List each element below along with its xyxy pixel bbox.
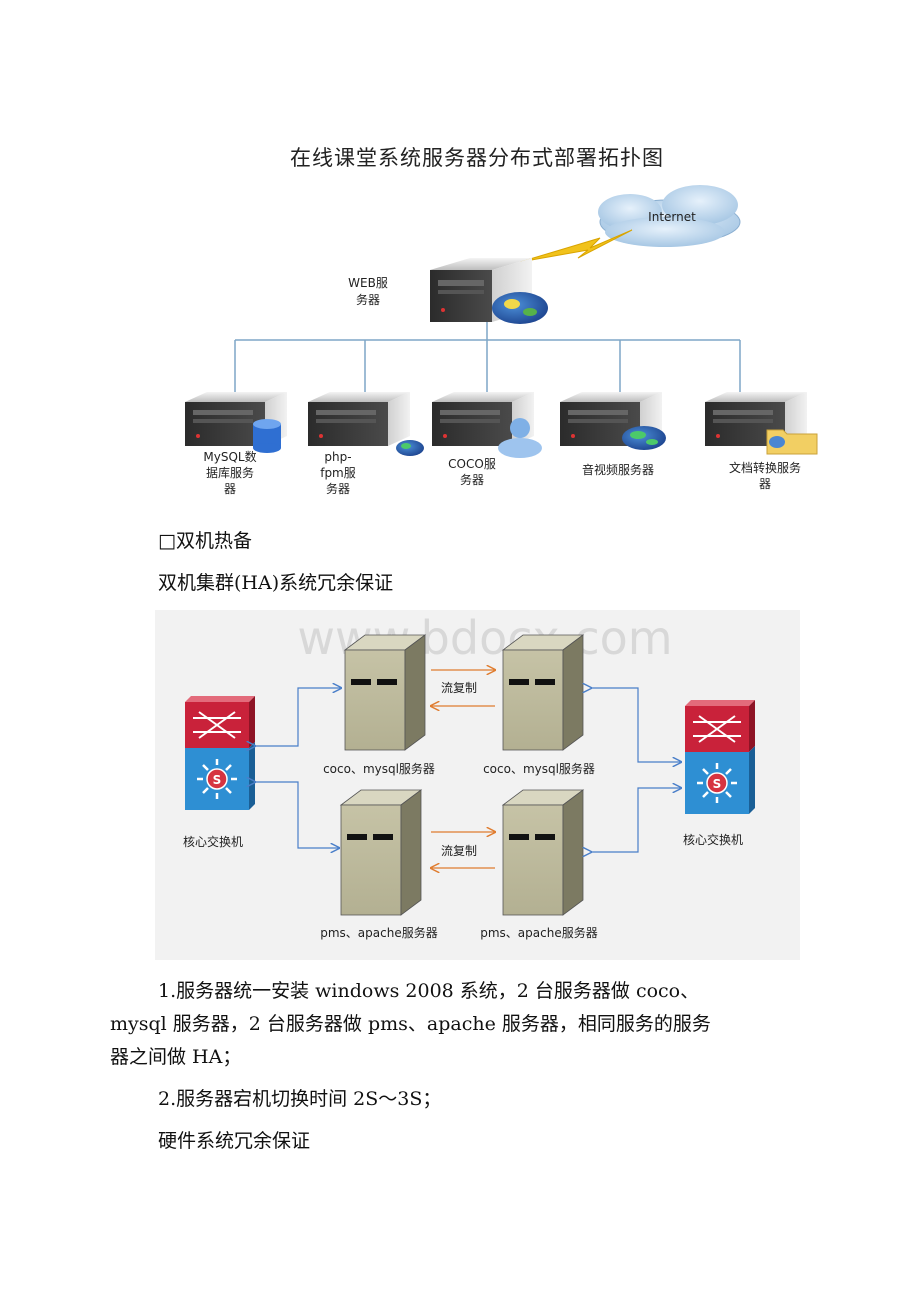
internet-label: Internet <box>648 210 696 224</box>
server-doc-icon <box>705 392 818 455</box>
link-left-top <box>255 688 341 746</box>
switch-badge-left: S <box>213 773 222 787</box>
server-mysql-label-2: 据库服务 <box>206 465 254 480</box>
server-tower-bottom-left <box>339 789 423 916</box>
switch-badge-right: S <box>713 777 722 791</box>
server-label-bottom-left: pms、apache服务器 <box>320 925 437 940</box>
server-tower-bottom-right <box>501 789 585 916</box>
server-av-icon <box>560 392 666 450</box>
link-left-bottom <box>255 782 339 848</box>
ha-heading: 双机集群(HA)系统冗余保证 <box>158 572 394 594</box>
lightning-icon <box>519 229 633 263</box>
ha-diagram: www.bdocx.com 流复制 流复制 S <box>155 610 800 960</box>
server-av-label-1: 音视频服务器 <box>582 462 654 477</box>
server-coco-icon <box>432 392 542 458</box>
server-doc-label-1: 文档转换服务 <box>729 460 801 475</box>
web-server-label-1: WEB服 <box>348 276 388 290</box>
server-php-label-3: 务器 <box>326 481 350 496</box>
flow-label-top: 流复制 <box>441 681 477 695</box>
server-label-bottom-right: pms、apache服务器 <box>480 925 597 940</box>
core-switch-right-icon: S <box>685 700 755 814</box>
topology-diagram: Internet WEB服 务器 <box>185 185 818 496</box>
topology-title: 在线课堂系统服务器分布式部署拓扑图 <box>290 146 664 170</box>
server-tower-top-right <box>501 634 585 751</box>
switch-left-label: 核心交换机 <box>183 834 243 849</box>
network-bus <box>234 322 741 392</box>
web-server-label-2: 务器 <box>356 292 380 307</box>
internet-cloud-icon: Internet <box>598 185 741 247</box>
paragraph-1-line-1: 1.服务器统一安装 windows 2008 系统，2 台服务器做 coco、 <box>158 980 700 1002</box>
server-mysql-label-1: MySQL数 <box>203 449 256 464</box>
section-heading: □双机热备 <box>158 530 252 552</box>
link-right-bottom <box>591 788 681 852</box>
link-right-top <box>591 688 681 762</box>
paragraph-1-line-3: 器之间做 HA； <box>110 1046 242 1068</box>
switch-right-label: 核心交换机 <box>683 832 743 847</box>
paragraph-1-line-2: mysql 服务器，2 台服务器做 pms、apache 服务器，相同服务的服务 <box>110 1013 711 1035</box>
web-server-icon <box>430 258 548 324</box>
server-tower-top-left <box>343 634 427 751</box>
server-php-label-2: fpm服 <box>320 466 356 480</box>
server-doc-label-2: 器 <box>759 477 771 491</box>
flow-label-bottom: 流复制 <box>441 844 477 858</box>
server-php-icon <box>308 392 424 456</box>
paragraph-2: 2.服务器宕机切换时间 2S～3S； <box>158 1088 442 1110</box>
paragraph-3: 硬件系统冗余保证 <box>158 1130 311 1152</box>
core-switch-left-icon: S <box>185 696 255 810</box>
server-label-top-left: coco、mysql服务器 <box>323 761 435 776</box>
server-php-label-1: php- <box>324 450 351 464</box>
server-mysql-icon <box>185 392 287 453</box>
server-coco-label-2: 务器 <box>460 472 484 487</box>
server-coco-label-1: COCO服 <box>448 457 496 471</box>
server-mysql-label-3: 器 <box>224 482 236 496</box>
server-label-top-right: coco、mysql服务器 <box>483 761 595 776</box>
